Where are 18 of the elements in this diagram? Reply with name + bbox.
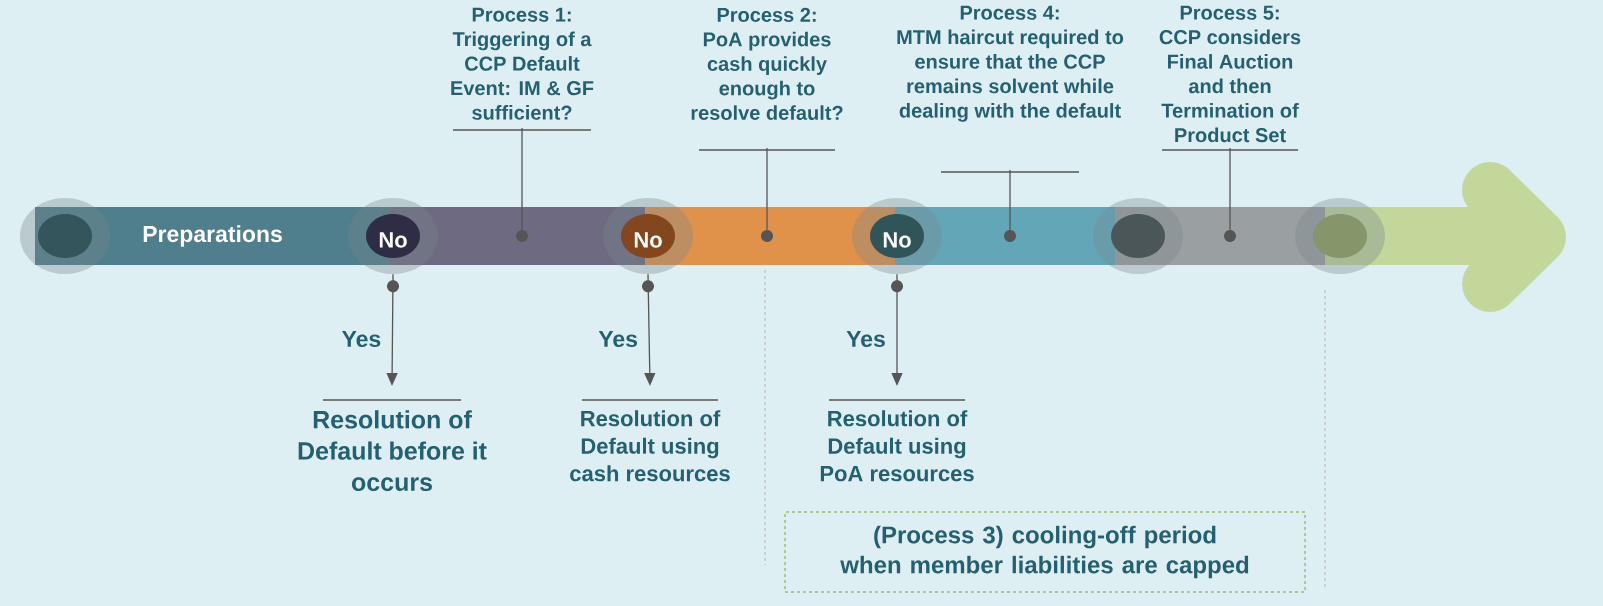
process-note: Process 4: MTM haircut required to ensure that the CCP remains solvent while dealing with the default — [897, 5, 1124, 173]
process-note: Process 1: Triggering of a CCP Default Event: IM & GF sufficient? — [451, 7, 594, 131]
leader-line — [766, 147, 768, 231]
leader-line — [1009, 169, 1011, 231]
edge-label: Yes — [598, 331, 638, 348]
milestone-circle — [1295, 198, 1385, 274]
period-box: (Process 3) cooling-off period when member liabilities are capped — [784, 511, 1306, 593]
edge-label: Yes — [341, 331, 381, 348]
milestone-circle — [20, 198, 110, 274]
leader-line — [1229, 147, 1231, 231]
milestone-circle — [1093, 198, 1183, 274]
process-note: Process 2: PoA provides cash quickly enough to resolve default? — [691, 7, 843, 151]
outcome-note: Resolution of Default before it occurs — [298, 399, 487, 492]
process-note: Process 5: CCP considers Final Auction and then Termination of Product Set — [1159, 5, 1301, 151]
outcome-note: Resolution of Default using PoA resources — [820, 399, 974, 482]
edge-label: Yes — [846, 331, 885, 348]
leader-line — [521, 127, 523, 231]
outcome-note: Resolution of Default using cash resources — [570, 399, 730, 482]
